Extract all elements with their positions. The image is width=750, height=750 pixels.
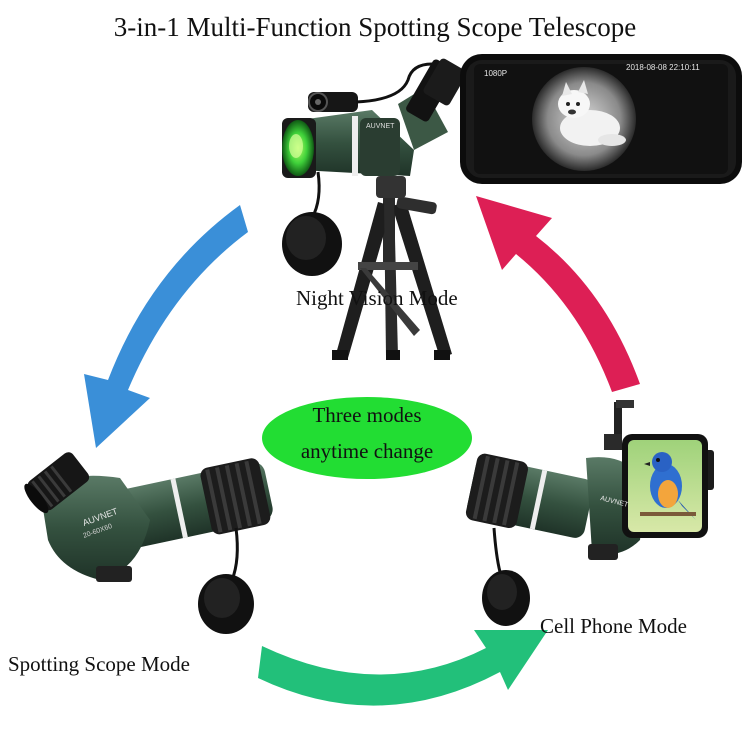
smartphone-night-view xyxy=(460,54,742,184)
badge-line-1: Three modes xyxy=(312,403,422,427)
night-vision-mode-label: Night Vision Mode xyxy=(296,286,458,310)
phone-with-bird-image xyxy=(622,434,708,538)
spotting-scope-mode-label: Spotting Scope Mode xyxy=(8,652,190,676)
green-arrow-icon xyxy=(258,630,548,706)
phone-timestamp-text: 2018-08-08 22:10:11 xyxy=(626,63,700,72)
three-modes-badge: Three modes anytime change xyxy=(262,397,472,479)
red-arrow-icon xyxy=(476,196,640,392)
night-vision-camera xyxy=(308,62,433,112)
blue-arrow-icon xyxy=(84,205,248,448)
lens-cap xyxy=(282,171,342,276)
badge-line-2: anytime change xyxy=(300,439,434,463)
scope-body xyxy=(282,58,467,178)
scope-brand-mark: AUVNET xyxy=(366,123,395,130)
tripod-legs xyxy=(332,188,452,360)
cell-phone-mode-label: Cell Phone Mode xyxy=(540,614,687,638)
spotting-scope-image: AUVNET 20-60X60 xyxy=(24,452,273,634)
page-title: 3-in-1 Multi-Function Spotting Scope Tel… xyxy=(113,12,637,42)
phone-resolution-text: 1080P xyxy=(484,69,507,78)
night-vision-scope-image: AUVNET xyxy=(282,58,467,360)
cell-phone-scope-image: AUVNET xyxy=(465,400,714,626)
dog-image xyxy=(558,80,626,146)
